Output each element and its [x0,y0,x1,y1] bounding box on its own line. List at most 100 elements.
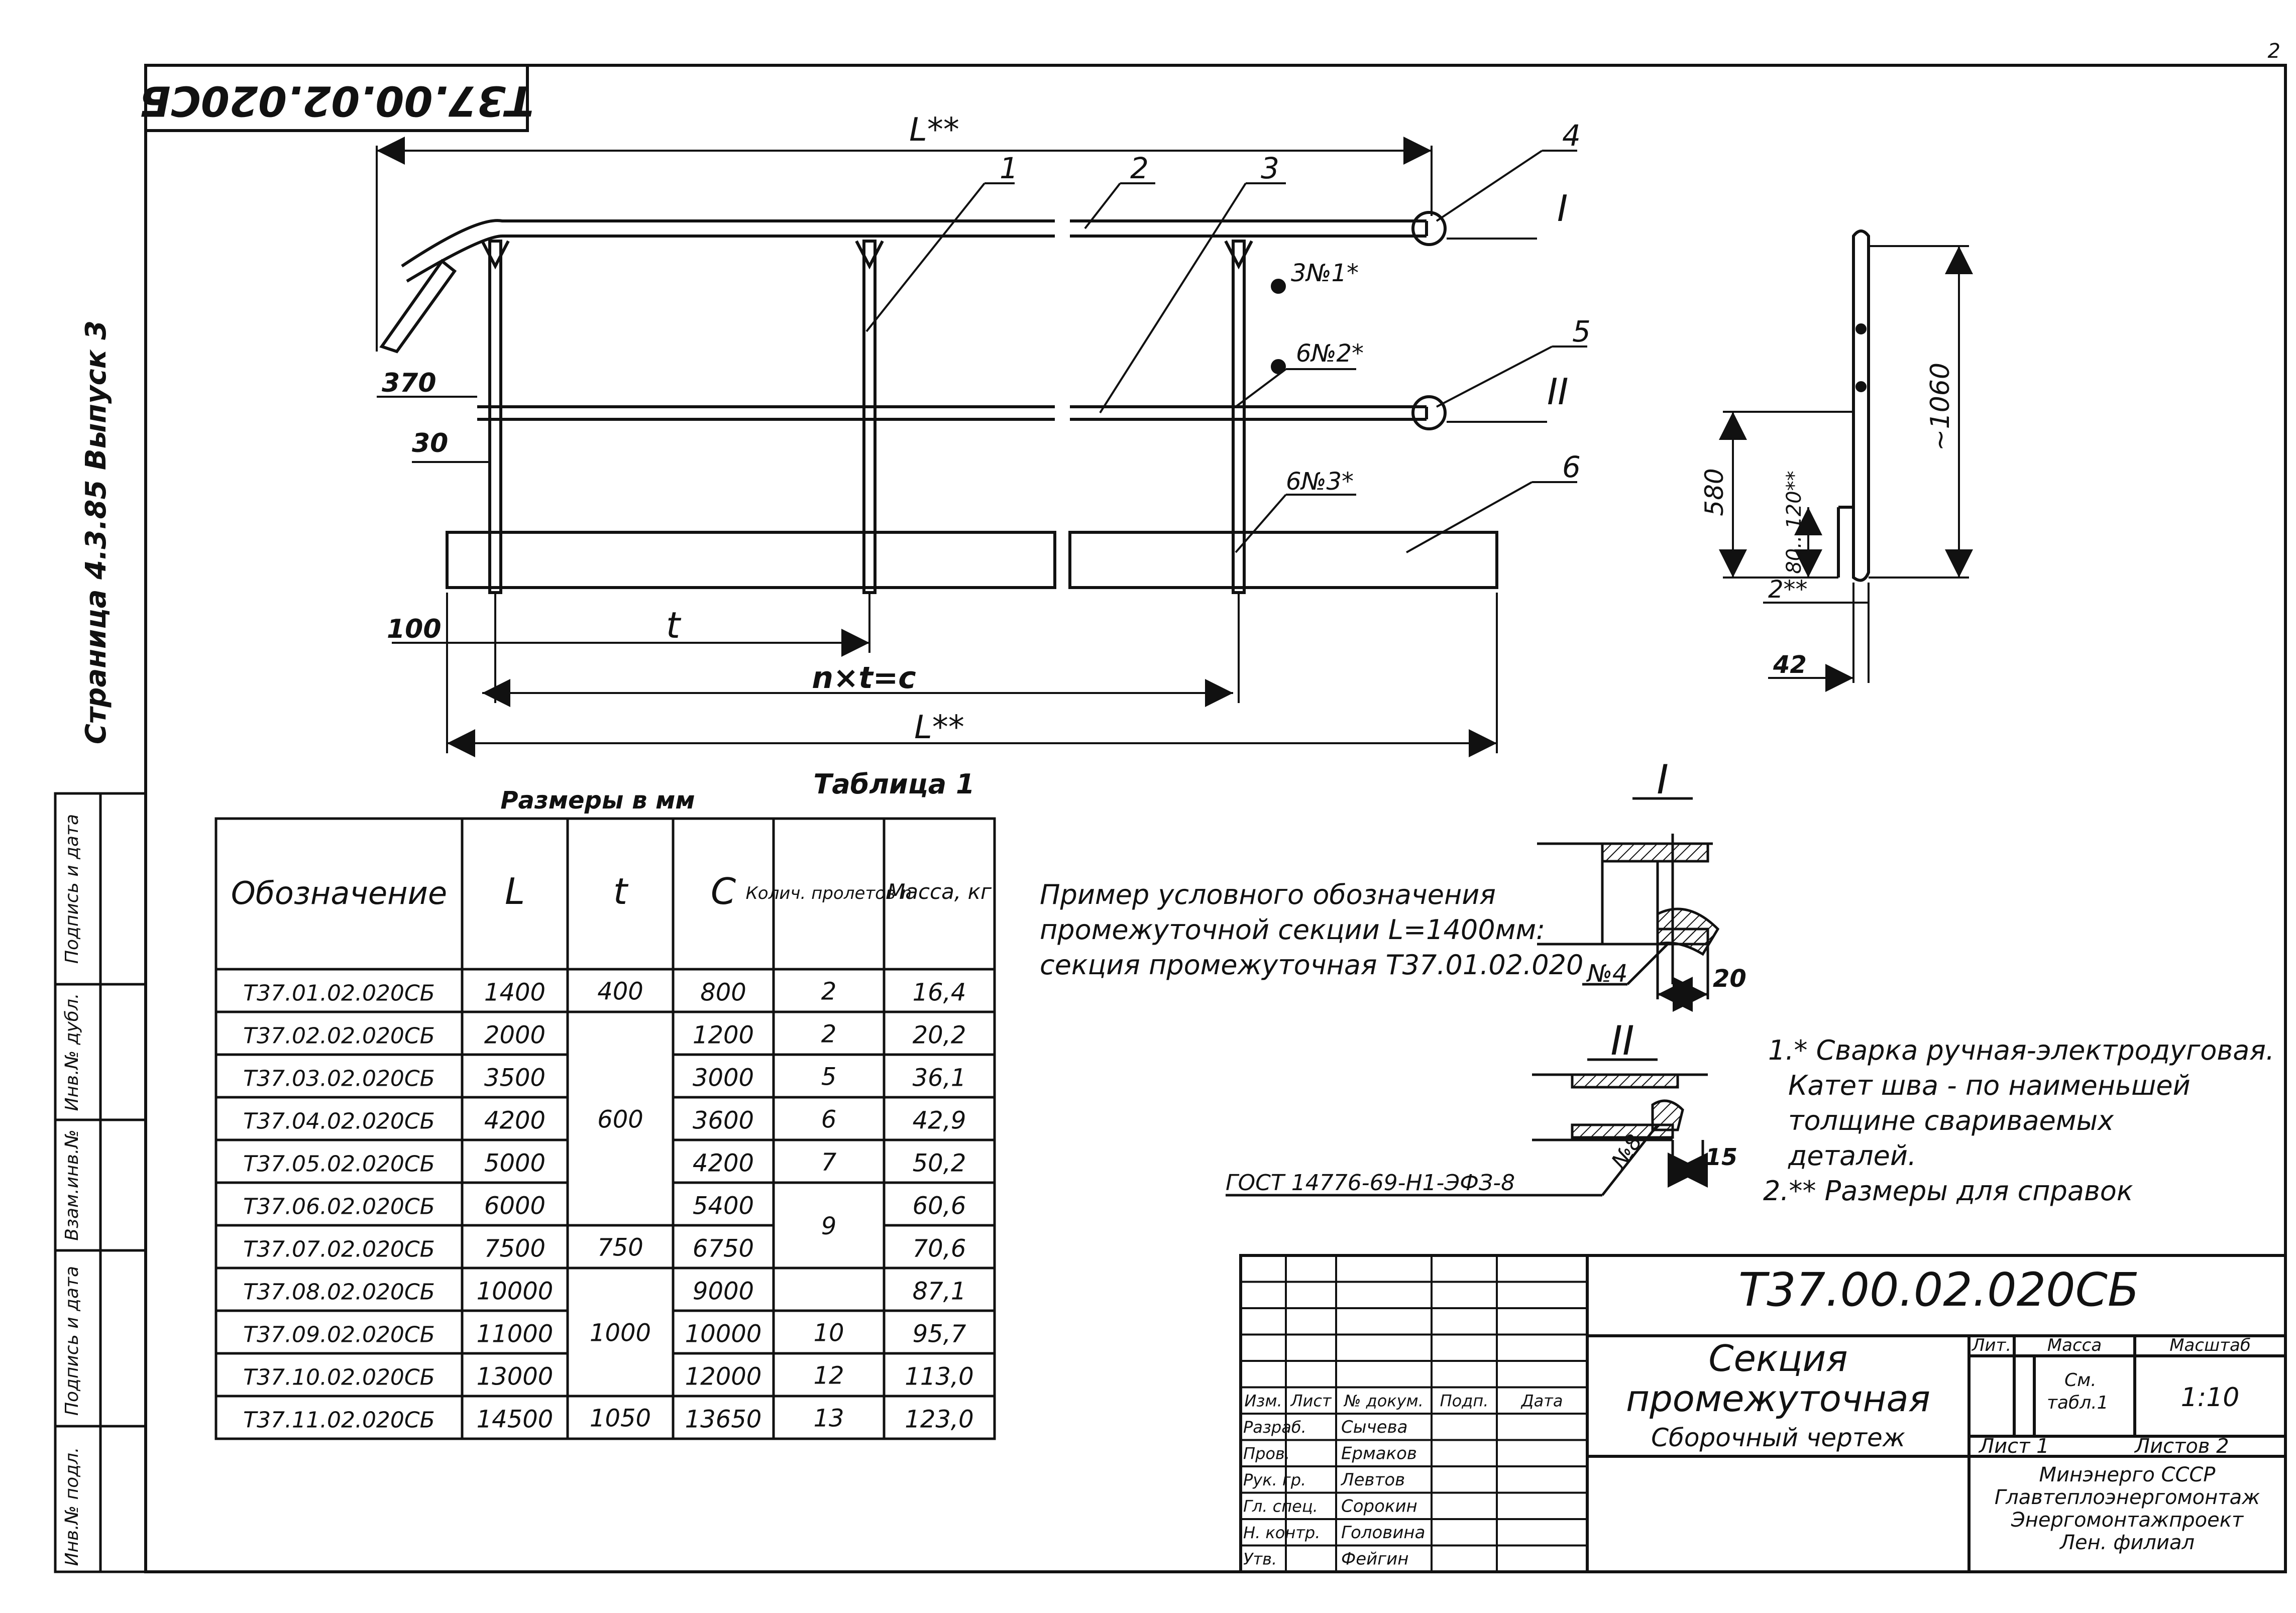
note-1b: Катет шва - по наименьшей [1788,1070,2191,1101]
example-line-3: секция промежуточная Т37.01.02.020 [1040,949,1583,981]
table-cell-8-0: Т37.09.02.020СБ [243,1322,435,1348]
table-cell-3-1: 4200 [484,1107,545,1135]
table-cell-3-5: 42,9 [913,1107,966,1135]
position-4: 4 [1562,119,1581,153]
table-cell-6-2: 750 [597,1234,643,1262]
tb-role-5: Утв. [1243,1550,1277,1569]
title-name-line-1: Секция [1708,1337,1847,1379]
table-cell-5-3: 5400 [693,1192,754,1220]
detail-I-weld: №4 [1586,960,1627,988]
detail-II-dim: 15 [1705,1143,1737,1171]
tb-lit: Лит. [1971,1335,2011,1355]
tb-sheets: Листов 2 [2134,1435,2229,1458]
tb-org-3: Энергомонтажпроект [2011,1509,2244,1532]
table-cell-4-5: 50,2 [913,1149,966,1178]
detail-I: I №4 20 [1537,756,1746,1012]
weld-mark-3: 6№3* [1286,468,1354,496]
tb-mass-value-2: табл.1 [2047,1393,2109,1413]
table-header-mass: Масса, кг [887,879,992,904]
rotated-stamp-code: Т37.00.02.020СБ [139,77,534,125]
title-doc-type: Сборочный чертеж [1651,1423,1905,1452]
detail-II-gost: ГОСТ 14776-69-Н1-ЭФЗ-8 [1226,1170,1515,1196]
note-2: 2.** Размеры для справок [1763,1175,2133,1207]
tb-org-2: Главтеплоэнергомонтаж [1995,1486,2260,1509]
table-cell-1-5: 20,2 [913,1021,966,1050]
tb-org-1: Минэнерго СССР [2039,1463,2216,1486]
example-line-1: Пример условного обозначения [1040,879,1496,910]
weld-mark-1: 3№1* [1291,259,1359,287]
table-cell-6-1: 7500 [484,1235,545,1263]
position-3: 3 [1261,151,1279,185]
table-cell-2-5: 36,1 [913,1064,966,1092]
table-header-2: t [613,870,629,912]
note-1: 1.* Сварка ручная-электродуговая. [1768,1034,2274,1066]
table-cell-3-0: Т37.04.02.020СБ [243,1109,435,1134]
side-view [1837,229,1870,582]
table-cell-9-4: 12 [813,1362,844,1390]
title-block: Т37.00.02.020СБ Секция промежуточная Сбо… [1239,1254,2287,1573]
tb-col-header-0: Изм. [1244,1392,1282,1411]
table-cell-9-3: 12000 [685,1363,762,1391]
table-cell-8-2: 1000 [590,1319,651,1347]
detail-II-label: II [1610,1017,1634,1064]
table-cell-3-2: 600 [597,1106,643,1134]
table-cell-5-1: 6000 [484,1192,545,1220]
dim-580: 580 [1700,468,1729,516]
top-rail [401,219,1055,268]
dim-80-120: 80...120** [1783,471,1806,573]
table-cell-4-3: 4200 [693,1149,754,1178]
tb-name-3: Сорокин [1341,1496,1417,1517]
dim-100: 100 [387,614,442,644]
tb-name-2: Левтов [1340,1470,1405,1490]
tb-role-0: Разраб. [1243,1418,1306,1437]
tb-name-1: Ермаков [1341,1444,1417,1464]
toe-board [446,531,1056,589]
note-1c: толщине свариваемых [1788,1105,2114,1136]
table-cell-5-0: Т37.06.02.020СБ [243,1194,435,1220]
end-flange [379,259,457,354]
title-block-code: Т37.00.02.020СБ [1738,1263,2139,1317]
front-view-dimensions [376,137,1587,757]
table-header-4-0: Колич. пролетов n [746,883,912,903]
table-cell-8-3: 10000 [685,1320,762,1348]
dim-1060: ~1060 [1925,363,1955,451]
table-header-3: C [711,870,736,912]
rotated-stamp: Т37.00.02.020СБ [139,64,534,132]
side-view-dimensions [1719,245,1973,692]
table-cell-4-4: 7 [821,1148,837,1177]
table-cell-4-0: Т37.05.02.020СБ [243,1151,435,1177]
detail-II: II №8 15 ГОСТ 14776-69-Н1-ЭФЗ-8 [1226,1017,1737,1197]
table-cell-10-0: Т37.11.02.020СБ [243,1408,435,1433]
detail-I-dim: 20 [1713,965,1746,993]
table-cell-7-5: 87,1 [913,1278,966,1306]
detail-marker-II [1411,395,1447,430]
table-cell-2-1: 3500 [484,1064,545,1092]
table-cell-0-1: 1400 [484,979,545,1007]
table-cell-8-1: 11000 [477,1320,554,1348]
table-cell-3-4: 6 [821,1106,837,1134]
tb-col-header-3: Подп. [1440,1392,1489,1411]
table-cell-1-1: 2000 [484,1021,545,1050]
margin-box-3: Взам.инв.№ [62,1129,82,1241]
table-cell-6-4: 9 [821,1212,837,1240]
dim-L-top: L** [909,111,959,149]
dim-370: 370 [382,368,436,398]
dim-t: t [666,604,682,646]
tb-scale-value: 1:10 [2181,1382,2240,1413]
table-cell-8-4: 10 [813,1319,844,1347]
table-cell-0-3: 800 [700,979,746,1007]
table-cell-1-4: 2 [821,1020,837,1049]
table-cell-10-2: 1050 [590,1405,651,1433]
tb-role-3: Гл. спец. [1243,1497,1318,1516]
dim-2: 2** [1768,575,1808,604]
table-cell-8-5: 95,7 [913,1320,966,1348]
tb-col-header-4: Дата [1520,1392,1563,1411]
tb-scale: Масштаб [2169,1335,2251,1355]
table-cell-5-5: 60,6 [913,1192,966,1220]
table-cell-9-5: 113,0 [905,1363,973,1391]
detail-marker-I [1411,211,1447,246]
table-cell-7-3: 9000 [693,1278,754,1306]
weld-mark-2: 6№2* [1296,339,1364,368]
tb-sheet: Лист 1 [1978,1435,2049,1458]
